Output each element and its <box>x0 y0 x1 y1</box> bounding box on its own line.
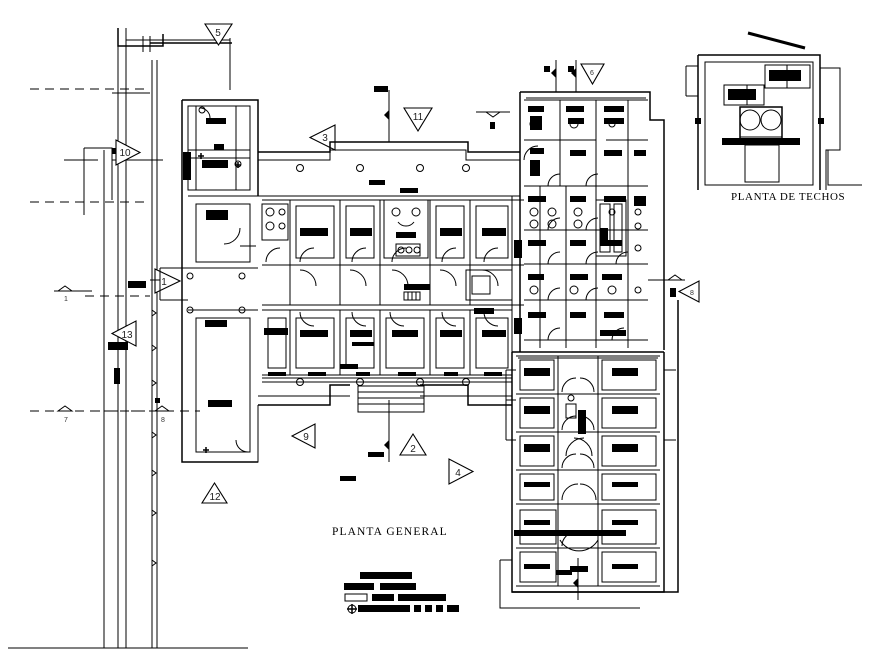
section-marker-label: 12 <box>209 492 221 503</box>
main-plan-outline <box>181 91 679 609</box>
section-marker-9: 9 <box>290 423 316 449</box>
legend-block <box>344 572 459 614</box>
section-marker-label: 1 <box>161 277 167 288</box>
section-marker-label: 9 <box>303 432 309 443</box>
room-modules-upper <box>261 199 512 266</box>
section-marker-label: 6 <box>590 70 594 77</box>
section-marker-label: 8 <box>690 290 694 297</box>
section-marker-12: 12 <box>201 481 228 504</box>
section-marker-8: 8 <box>677 280 700 303</box>
roof-plan <box>685 31 862 190</box>
stair-symbol <box>403 291 421 301</box>
transition-block <box>465 196 524 353</box>
section-marker-label: 4 <box>455 468 461 479</box>
roof-fixture-1 <box>764 64 811 89</box>
section-marker-label: 2 <box>410 444 416 455</box>
section-marker-5: 5 <box>203 23 234 47</box>
east-wing-upper <box>523 99 648 348</box>
level-marker-label: 7 <box>64 417 68 424</box>
corridor-middle <box>262 264 512 306</box>
page-title-main-plan: PLANTA GENERAL <box>332 526 448 538</box>
section-marker-11: 11 <box>403 107 433 133</box>
section-marker-label: 3 <box>322 133 328 144</box>
fixture-cross <box>198 153 241 453</box>
section-marker-4: 4 <box>448 458 475 485</box>
section-marker-label: 10 <box>119 148 131 159</box>
roof-equipment <box>722 106 800 183</box>
page-title-roof-plan: PLANTA DE TECHOS <box>731 191 845 203</box>
level-marker-label: 1 <box>64 296 68 303</box>
section-marker-1: 1 <box>154 268 182 294</box>
room-modules-lower <box>262 309 512 376</box>
section-marker-10: 10 <box>115 139 142 166</box>
section-marker-label: 13 <box>121 330 133 341</box>
northwest-wing <box>150 106 258 453</box>
section-marker-label: 11 <box>413 112 424 123</box>
level-marker-label: 8 <box>161 417 165 424</box>
elevation-arrow-markers <box>128 60 685 600</box>
section-marker-3: 3 <box>308 124 336 151</box>
level-marker-8: 8 <box>153 405 171 424</box>
legend-north-symbol <box>347 604 357 614</box>
section-marker-13: 13 <box>110 320 137 347</box>
section-marker-2: 2 <box>399 432 427 456</box>
roof-fixture-2 <box>723 84 765 106</box>
corridor-nodes <box>186 164 470 413</box>
level-marker-7: 7 <box>56 405 74 424</box>
section-marker-6: 6 <box>580 63 605 86</box>
east-wing-lower <box>505 355 676 587</box>
section-marker-label: 5 <box>215 28 221 39</box>
level-marker-1: 1 <box>54 285 92 303</box>
